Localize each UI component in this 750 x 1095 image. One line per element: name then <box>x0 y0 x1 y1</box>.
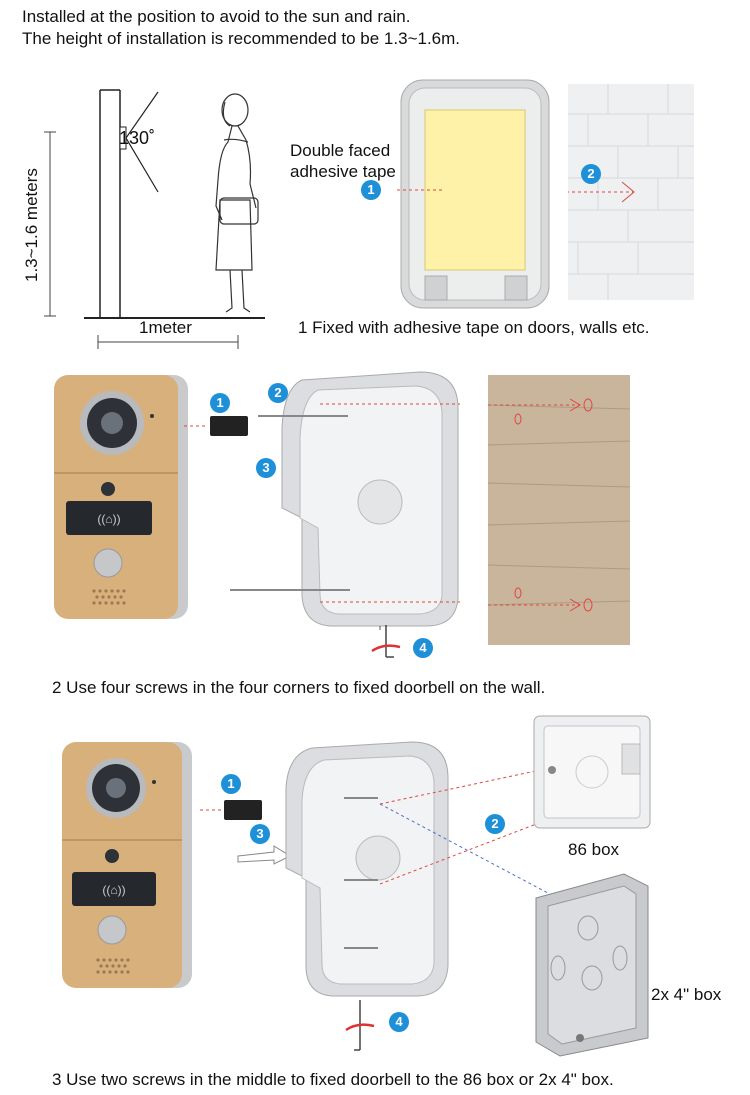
step-badge-4: 4 <box>413 638 433 658</box>
step-badge-2: 2 <box>581 164 601 184</box>
installation-height-diagram <box>44 89 265 349</box>
caption-step-3: 3 Use two screws in the middle to fixed … <box>52 1070 614 1089</box>
step-badge-2: 2 <box>268 383 288 403</box>
step-badge-4: 4 <box>389 1012 409 1032</box>
svg-text:((⌂)): ((⌂)) <box>102 883 125 897</box>
step-badge-1: 1 <box>221 774 241 794</box>
step-badge-3: 3 <box>256 458 276 478</box>
tape-label-line-2: adhesive tape <box>290 162 396 181</box>
rain-cover-back-plate <box>230 371 460 630</box>
svg-text:((⌂)): ((⌂)) <box>97 512 120 526</box>
back-plate-adhesive <box>395 79 550 309</box>
box-2x4-label: 2x 4" box <box>651 985 722 1004</box>
tape-label-line-1: Double faced <box>290 141 391 160</box>
tiled-wall <box>568 84 694 300</box>
wooden-wall <box>488 375 630 645</box>
view-angle-label: 130˚ <box>119 128 156 148</box>
step-badge-2: 2 <box>485 814 505 834</box>
box-86-label: 86 box <box>568 840 620 859</box>
box-2x4 <box>535 873 649 1057</box>
step-badge-1: 1 <box>210 393 230 413</box>
sd-card-insert <box>184 416 248 436</box>
step-badge-1: 1 <box>361 180 381 200</box>
doorbell-front-2: ((⌂)) <box>62 742 192 988</box>
sd-card-insert-2 <box>200 800 262 820</box>
woman-figure <box>215 93 259 313</box>
step-badge-3: 3 <box>250 824 270 844</box>
screwdriver-rotate-icon-2 <box>345 1000 375 1051</box>
distance-label: 1meter <box>139 318 192 337</box>
rain-cover-back-plate-2 <box>285 741 449 997</box>
height-label: 1.3~1.6 meters <box>22 168 41 282</box>
caption-step-1: 1 Fixed with adhesive tape on doors, wal… <box>298 318 650 337</box>
height-label-wrap: 1.3~1.6 meters <box>22 168 42 302</box>
header-line-1: Installed at the position to avoid to th… <box>22 7 411 26</box>
caption-step-2: 2 Use four screws in the four corners to… <box>52 678 546 697</box>
slide-arrow-icon <box>237 845 292 865</box>
screwdriver-rotate-icon <box>371 625 401 658</box>
box-86 <box>533 715 651 829</box>
header-line-2: The height of installation is recommende… <box>22 29 461 48</box>
doorbell-front: ((⌂)) <box>54 375 188 619</box>
